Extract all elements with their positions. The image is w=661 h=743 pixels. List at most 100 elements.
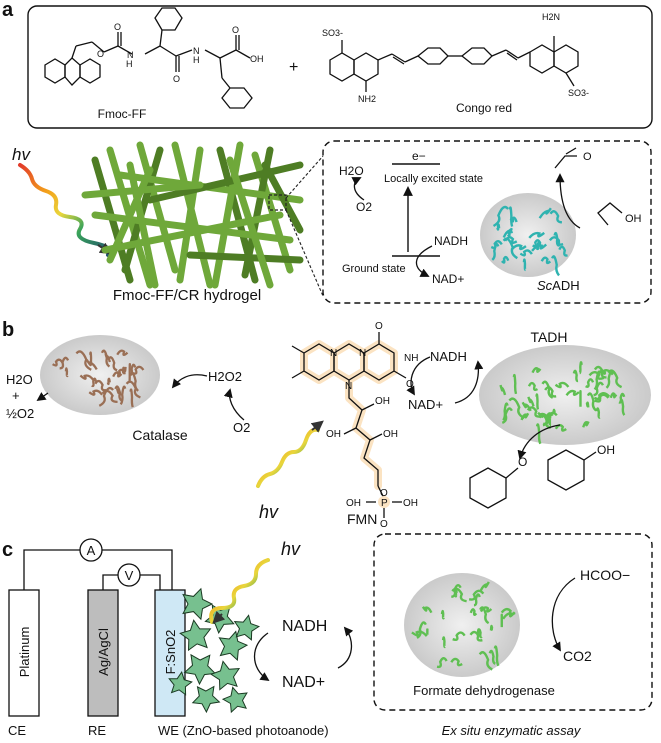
fmn-o1: O [375,321,383,332]
ammeter [79,538,103,562]
protein-ribbon [582,421,590,428]
scadh-protein [480,193,576,277]
fmoc-o-4: O [97,49,104,59]
catalase-product-arrow [36,392,49,402]
fsno2-label: F:SnO2 [163,630,178,675]
protein-ribbon [551,255,560,277]
protein-ribbon [572,369,579,383]
protein-ribbon [531,243,548,252]
b-h2o: H2O [6,372,33,387]
protein-ribbon [618,392,626,404]
hydrogel-fiber [106,166,154,264]
fmoc-o-3: O [173,74,180,84]
o2-to-h2o2-arrow [223,388,245,421]
b-h2o2: H2O2 [208,369,242,384]
c-nadp: NAD+ [282,674,325,691]
c-co2: CO2 [563,648,592,664]
congo-red-structure [329,36,579,92]
zno-nanostar [233,614,261,641]
hv-label-a: hv [12,145,31,164]
fmoc-o-1: O [114,22,121,32]
light-wave-b-arrow [310,420,324,433]
b-nadp: NAD+ [408,397,443,412]
fmoc-o-2: O [232,25,239,35]
counter-electrode [8,589,40,717]
we-label: WE (ZnO-based photoanode) [158,723,329,738]
light-wave-b [256,427,320,488]
cyclohexanol [547,449,585,491]
b-half-o2: ½O2 [6,406,34,421]
fmn-label: FMN [347,511,377,527]
protein-ribbon [491,243,500,261]
protein-ribbon [489,624,494,631]
protein-ribbon [468,589,485,601]
zno-nanostar [183,653,217,686]
protein-ribbon [540,256,552,265]
formate-dehydrogenase-protein [404,573,520,677]
nadh-cycle-arrow [415,245,433,277]
fmn-n2: N [345,381,352,392]
protein-ribbon [609,392,618,399]
fmn-p: P [381,498,388,509]
fmoc-nh-2: N [193,46,200,56]
protein-ribbon [493,645,500,667]
protein-ribbon [479,606,490,625]
protein-ribbon [501,407,513,424]
protein-ribbon [488,649,496,665]
hv-label-c: hv [281,539,301,559]
protein-ribbon [544,386,557,398]
catalase-protein [40,335,160,415]
inset-nadp: NAD+ [432,272,464,286]
tadh-oxidation-arrow [517,424,561,460]
protein-ribbon [421,606,433,614]
congo-red-label: Congo red [456,101,512,115]
inset-h2o: H2O [339,164,364,178]
protein-ribbon [479,606,493,613]
ground-state-label: Ground state [342,263,406,275]
ketone-o: O [518,455,527,469]
inset-o2: O2 [356,200,372,214]
protein-ribbon [558,245,568,257]
protein-ribbon [79,374,95,381]
hydrogel-fiber [226,156,274,289]
formate-oxidation-arrow [551,577,576,652]
fmn-oh2: OH [326,429,341,440]
protein-ribbon [479,581,490,592]
b-nadh-arrow [406,356,431,396]
zno-nanostar [221,686,248,714]
c-nadh-arrow [254,632,270,682]
catalase-label: Catalase [132,427,187,443]
ex-situ-box [373,533,653,711]
protein-ribbon [436,657,448,669]
protein-ribbon [531,367,542,374]
protein-ribbon [106,377,111,386]
hydrogel-fiber [146,161,304,204]
acetaldehyde-structure [554,147,577,169]
zno-nanostar [182,587,214,621]
protein-ribbon [116,349,129,357]
zno-nanostar [168,670,193,696]
fmn-o2: O [406,379,414,390]
c-nadp-arrow [337,626,354,669]
congo-nh2: NH2 [358,94,376,104]
protein-ribbon [520,412,530,421]
protein-ribbon [512,373,518,395]
c-hcoo: HCOO− [580,567,630,583]
protein-ribbon [548,236,564,246]
electron-label: e− [412,149,426,163]
fmoc-h-2: H [193,55,200,65]
mechanism-inset [322,140,652,304]
protein-ribbon [492,205,510,228]
protein-ribbon [535,241,542,251]
fmoc-ff-structure [44,7,253,109]
ce-label: CE [8,723,26,738]
hydrogel-label: Fmoc-FF/CR hydrogel [113,287,261,304]
protein-ribbon [502,611,516,620]
protein-ribbon [496,223,501,231]
light-wave-a [18,163,112,257]
protein-ribbon [478,651,493,671]
protein-ribbon [549,210,563,224]
protein-ribbon [501,255,510,264]
protein-ribbon [107,356,118,372]
zno-nanostar [179,619,212,652]
